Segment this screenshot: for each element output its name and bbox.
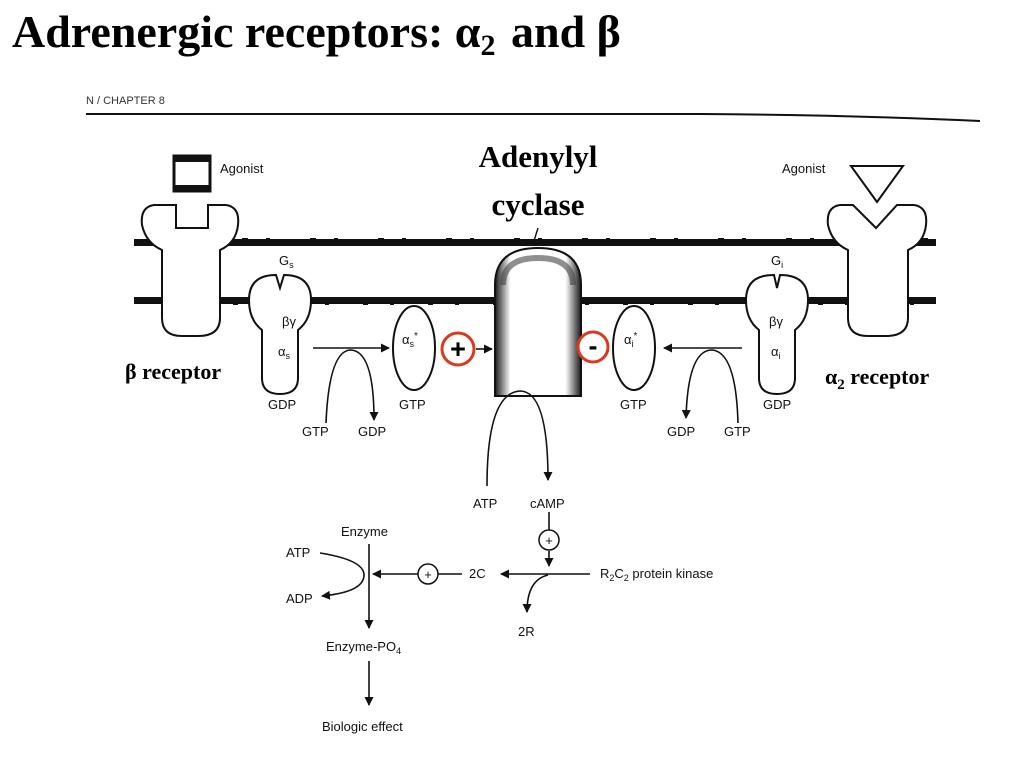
camp-plus-circle [538,529,560,551]
gs-protein [247,273,313,396]
kinase-label: R2C2 protein kinase [600,566,713,583]
alpha-i-active-label: αi* [624,331,638,349]
alpha-i-gtp: GTP [620,397,647,412]
gs-alpha: αs [278,344,291,361]
alpha-s-active [392,305,436,391]
cyclase-pointer [532,227,539,245]
biologic-effect-label: Biologic effect [322,719,403,734]
gs-beta-gamma: βγ [282,314,296,329]
atp-label: ATP [473,496,497,511]
enzyme-label: Enzyme [341,524,388,539]
adenylyl-cyclase-subtitle: cyclase [492,187,585,222]
right-gtp-in: GTP [724,424,751,439]
gi-beta-gamma: βγ [769,314,783,329]
gi-label: Gi [771,253,783,270]
adp-label: ADP [286,591,313,606]
two-c-label: 2C [469,566,486,581]
gi-alpha: αi [771,344,781,361]
slide-title: Adrenergic receptors: α2 and β [12,6,621,62]
stimulate-circle [440,331,476,367]
left-agonist-label: Agonist [220,161,264,176]
left-gtp-in: GTP [302,424,329,439]
alpha-i-active [612,305,656,391]
stimulate-sign: + [450,334,466,364]
two-r-label: 2R [518,624,535,639]
gs-label: Gs [279,253,294,270]
atp-to-camp-arrow [486,390,553,487]
gi-gdp: GDP [763,397,791,412]
2c-plus-sign: + [424,567,432,582]
camp-plus-sign: + [545,533,553,548]
atp-to-adp-arrow [319,552,365,600]
inhibit-circle [576,330,610,364]
gs-exchange-arrow [325,349,379,424]
beta-receptor-label: β receptor [125,359,221,384]
beta-receptor [140,204,240,337]
alpha-s-gtp: GTP [399,397,426,412]
left-gdp-out: GDP [358,424,386,439]
alpha-s-active-label: αs* [402,331,418,349]
beta-agonist [172,154,212,193]
right-agonist-label: Agonist [782,161,826,176]
alpha2-agonist [849,165,905,204]
adenylyl-cyclase [494,246,582,397]
gi-protein [744,273,810,396]
alpha2-receptor [826,204,928,337]
kinase-to-2r-arrow [522,574,549,613]
atp2-label: ATP [286,545,310,560]
camp-label: cAMP [530,496,565,511]
header-rule [86,113,981,122]
alpha2-receptor-label: α2 receptor [825,364,930,393]
header-scrap: N / CHAPTER 8 [86,95,165,107]
gs-gdp: GDP [268,397,296,412]
adenylyl-cyclase-title: Adenylyl [479,139,598,174]
enzyme-po4-label: Enzyme-PO4 [326,639,401,656]
gi-exchange-arrow [681,349,739,424]
inhibit-sign: - [589,331,598,361]
right-gdp-out: GDP [667,424,695,439]
